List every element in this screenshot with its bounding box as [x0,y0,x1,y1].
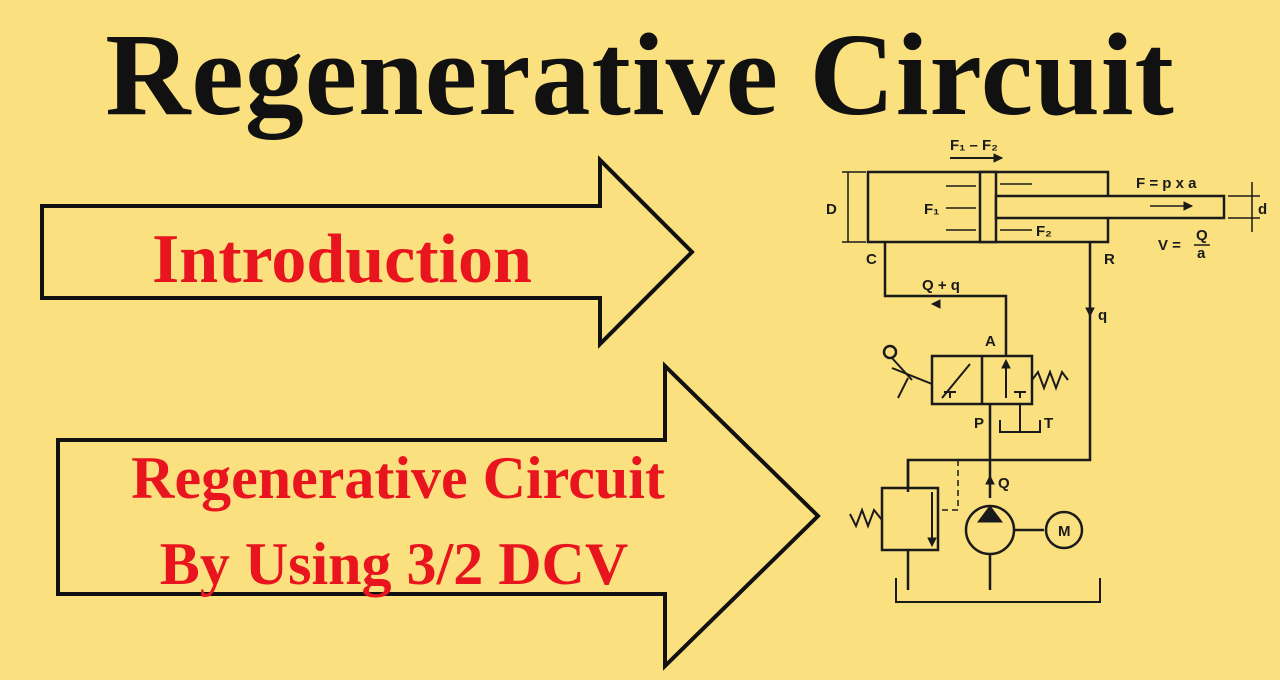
label-velocity: V = [1158,237,1181,254]
dcv-label-line2: By Using 3/2 DCV [160,531,628,597]
label-f1-minus-f2: F₁ – F₂ [950,137,998,154]
dcv-label-line1: Regenerative Circuit [131,445,665,511]
label-C: C [866,251,877,268]
label-Q: Q [998,475,1010,492]
label-R: R [1104,251,1115,268]
cylinder-piston [978,170,998,244]
label-q: q [1098,307,1107,324]
label-P: P [974,415,984,432]
label-D: D [826,201,837,218]
label-Q-num: Q [1196,227,1208,244]
piston-rod [994,194,1226,220]
label-a-den: a [1197,245,1206,262]
label-T: T [1044,415,1053,432]
introduction-label: Introduction [152,221,532,298]
reservoir [895,578,1101,603]
dcv-arrow [56,361,821,671]
label-F2: F₂ [1036,223,1052,240]
label-F1: F₁ [924,201,939,218]
label-M: M [1058,523,1071,540]
circuit-diagram [842,153,1260,603]
label-force: F = p x a [1136,175,1197,192]
label-A: A [985,333,996,350]
introduction-arrow [40,155,695,349]
label-Q-plus-q: Q + q [922,277,960,294]
motor [1044,510,1084,550]
label-d: d [1258,201,1267,218]
page-title: Regenerative Circuit [105,9,1175,140]
